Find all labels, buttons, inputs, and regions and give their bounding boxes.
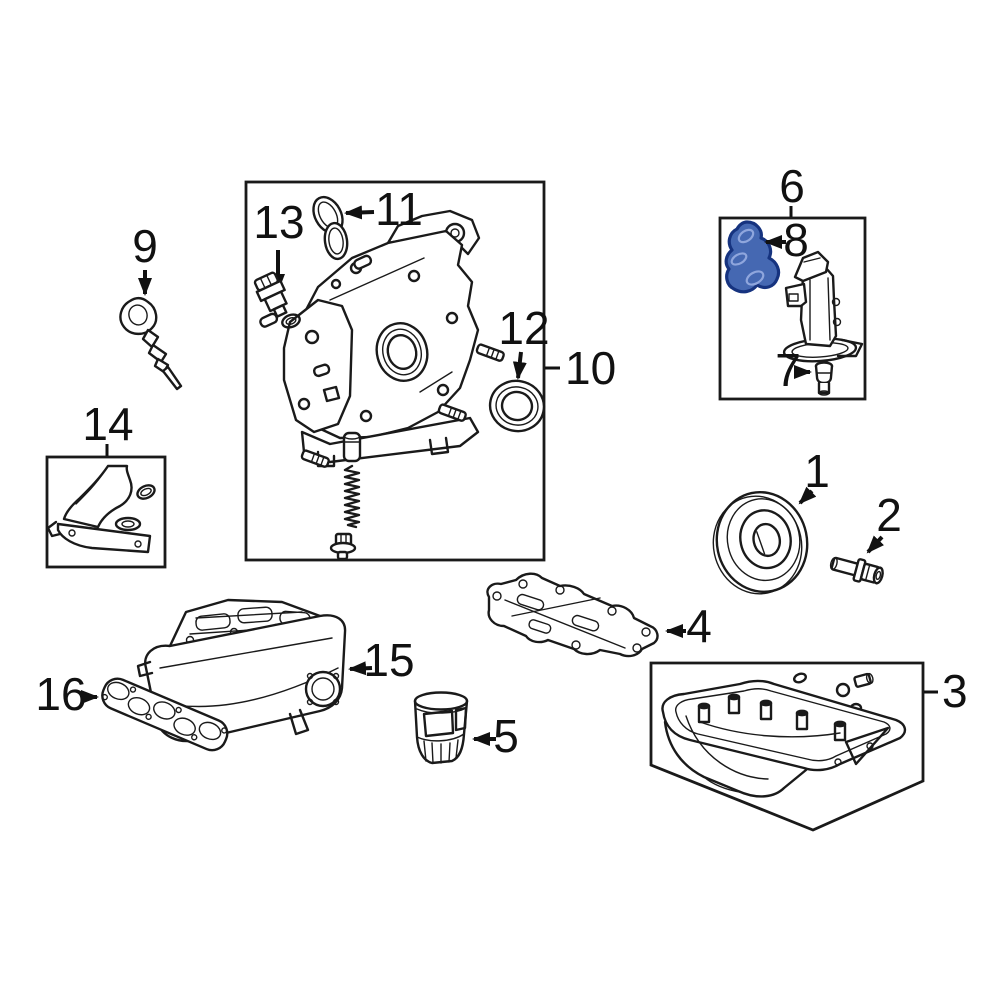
- part-16-manifold-gasket: 16: [35, 668, 229, 752]
- callout-box-10-border: [244, 180, 546, 562]
- part-label-10: 10: [565, 342, 616, 394]
- callout-box-14-border: [45, 455, 167, 569]
- stud-bolt-right: [475, 343, 505, 362]
- part-label-3: 3: [942, 665, 968, 717]
- part-1-pulley-illustration: [712, 491, 809, 595]
- callout-box-6-border: [718, 216, 867, 401]
- part-6-filter-base-illustration: [782, 250, 864, 363]
- callout-box-6-filter-base: 6 8 7: [718, 160, 867, 401]
- arrow-to-part-15: [348, 661, 373, 676]
- part-12-seal-illustration: [488, 379, 546, 433]
- relief-valve-bolt-illustration: [329, 532, 357, 561]
- part-label-12: 12: [498, 302, 549, 354]
- part-1-crankshaft-pulley: 1: [712, 445, 830, 595]
- stud-bolt-lower-right: [437, 403, 467, 422]
- callout-box-3-border: [649, 661, 925, 832]
- part-5-oil-filter-illustration: [413, 691, 469, 765]
- part-11-gasket-illustration: [312, 195, 349, 261]
- part-label-15: 15: [363, 634, 414, 686]
- part-label-7: 7: [775, 344, 801, 396]
- relief-valve-piston-illustration: [342, 431, 362, 463]
- part-label-11: 11: [375, 183, 423, 235]
- part-4-baffle-illustration: [486, 572, 659, 658]
- part-9-dipstick: 9: [119, 220, 183, 391]
- part-label-6: 6: [779, 160, 805, 212]
- part-label-13: 13: [253, 196, 304, 248]
- part-10-oil-pump-illustration: [259, 209, 505, 468]
- stud-bolt-lower-left: [300, 449, 330, 468]
- part-8-highlighted-gasket-illustration: [724, 220, 781, 294]
- arrow-to-part-11: [344, 205, 375, 220]
- arrow-to-part-1: [798, 486, 817, 505]
- part-label-1: 1: [804, 445, 830, 497]
- callout-box-10-oil-pump: 10: [244, 180, 616, 562]
- part-5-oil-filter: 5: [413, 691, 519, 765]
- part-7-plug-illustration: [814, 361, 834, 396]
- part-label-4: 4: [686, 600, 712, 652]
- part-2-bolt-illustration: [829, 556, 884, 585]
- part-9-dipstick-illustration: [119, 296, 183, 391]
- part-label-16: 16: [35, 668, 86, 720]
- relief-valve-spring-illustration: [343, 464, 361, 529]
- part-14-pickup-tube-illustration: [46, 464, 156, 554]
- part-label-9: 9: [132, 220, 158, 272]
- arrow-to-part-12: [512, 351, 527, 380]
- part-13-oil-pressure-switch-illustration: [253, 271, 288, 318]
- part-label-5: 5: [493, 710, 519, 762]
- pan-stud-towers: [697, 693, 847, 742]
- part-16-gasket-illustration: [101, 677, 229, 752]
- part-4-baffle-plate: 4: [486, 572, 712, 658]
- part-3-oil-pan-illustration: [661, 672, 907, 798]
- arrow-to-part-2: [866, 535, 885, 554]
- part-2-pulley-bolt: 2: [829, 489, 902, 585]
- part-label-2: 2: [876, 489, 902, 541]
- part-label-14: 14: [82, 398, 133, 450]
- callout-box-3-oil-pan: 3: [649, 661, 968, 832]
- callout-box-14-pickup-tube: 14: [45, 398, 167, 569]
